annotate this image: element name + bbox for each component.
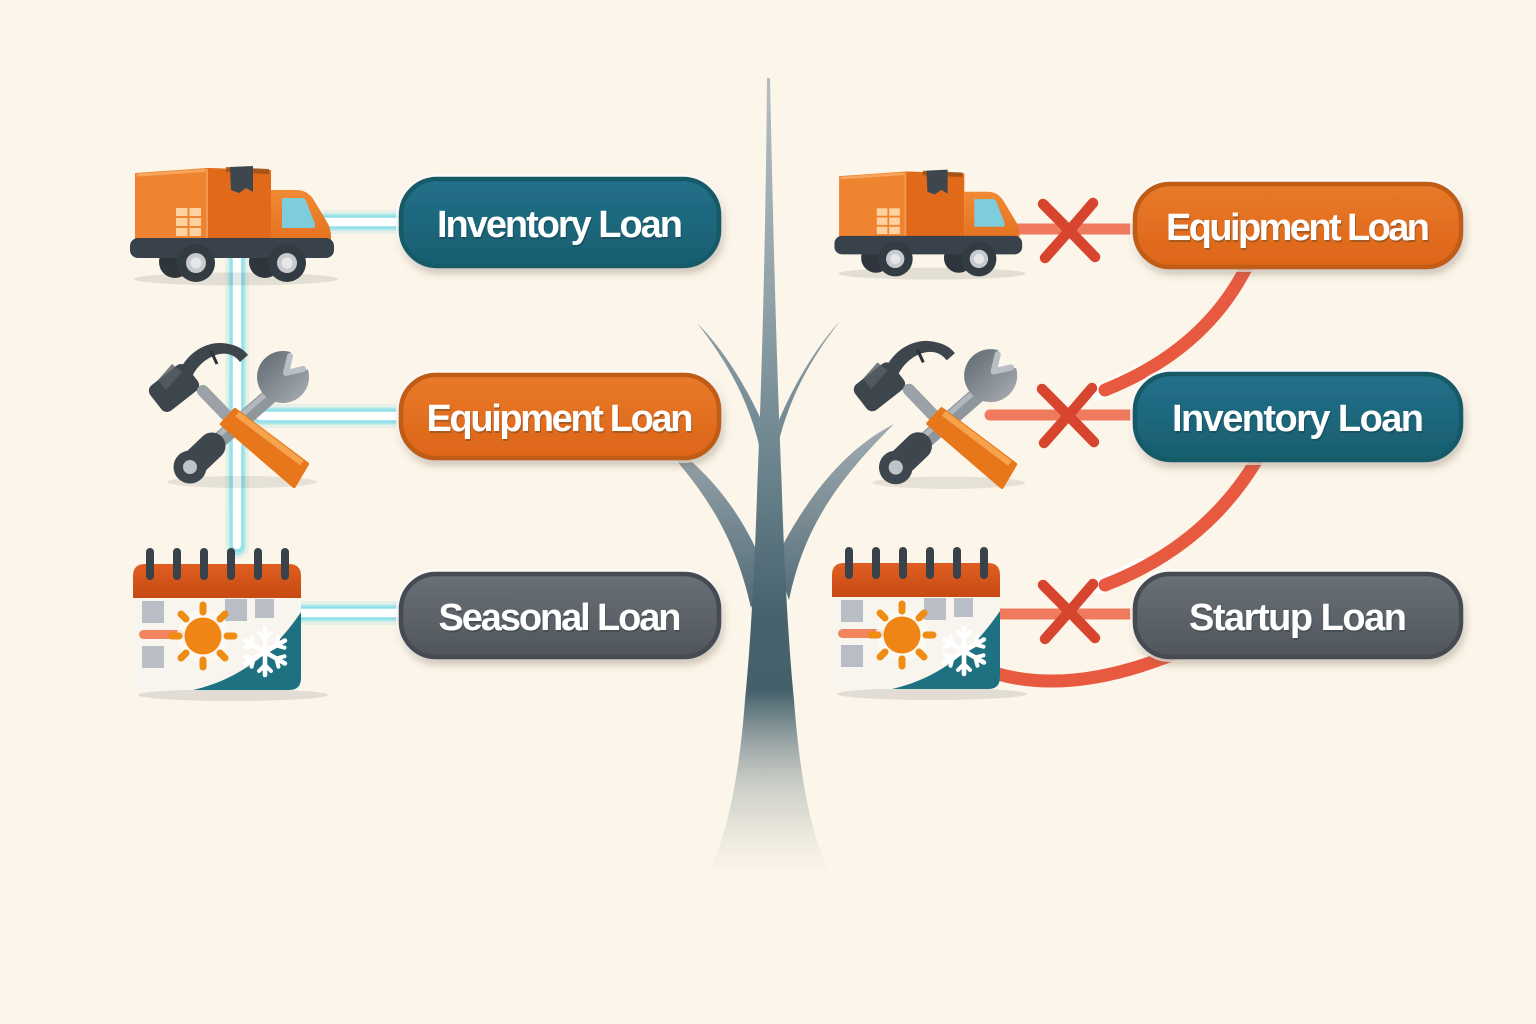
svg-text:Inventory Loan: Inventory Loan — [1172, 398, 1424, 440]
svg-text:Inventory Loan: Inventory Loan — [438, 206, 684, 248]
svg-text:Inventory Loan: Inventory Loan — [1173, 400, 1425, 442]
svg-text:Equipment Loan: Equipment Loan — [1167, 209, 1431, 251]
svg-text:Startup Loan: Startup Loan — [1190, 599, 1408, 641]
svg-text:Startup Loan: Startup Loan — [1189, 597, 1407, 639]
svg-text:Equipment Loan: Equipment Loan — [427, 398, 694, 440]
svg-text:Seasonal Loan: Seasonal Loan — [439, 597, 682, 639]
svg-text:Inventory Loan: Inventory Loan — [437, 204, 683, 246]
svg-text:Equipment Loan: Equipment Loan — [1166, 207, 1430, 249]
svg-text:Equipment Loan: Equipment Loan — [428, 400, 695, 442]
svg-text:Seasonal Loan: Seasonal Loan — [440, 599, 683, 641]
